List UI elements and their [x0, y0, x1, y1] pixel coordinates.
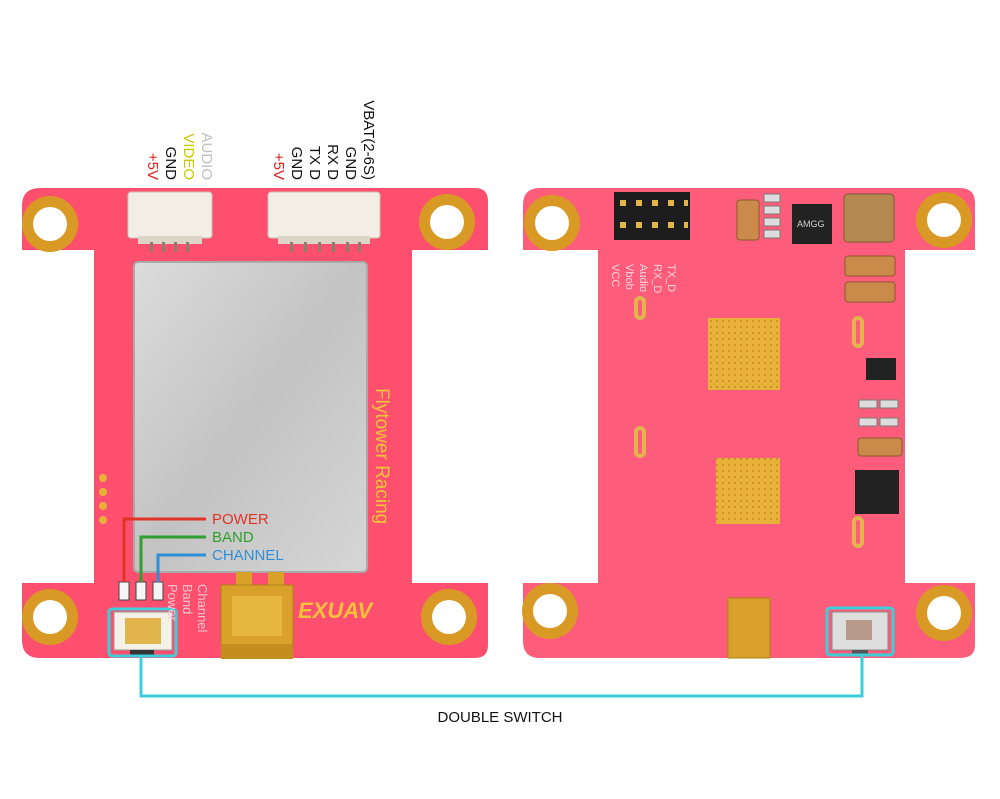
qfn-chip-top [792, 204, 832, 244]
transistor [866, 358, 896, 380]
band-leader [139, 535, 206, 582]
back-hole-tl [524, 195, 580, 251]
back-hole-bl [522, 583, 578, 639]
antenna-pad [727, 597, 771, 659]
pin-label-rxd: RX D [324, 144, 341, 180]
back-pin-labels: VCC Vbob Audio RX_D TX_D [609, 264, 677, 293]
front-switch [113, 611, 173, 656]
back-label-vcc: VCC [609, 264, 621, 287]
pin-label-vbat: VBAT(2-6S) [360, 100, 377, 180]
mounting-hole-bl [22, 589, 78, 645]
back-pin-header [614, 192, 690, 240]
pin-label-5v: +5V [144, 153, 161, 180]
front-connector-right [267, 191, 381, 252]
double-switch-label: DOUBLE SWITCH [437, 709, 562, 726]
back-switch [831, 611, 889, 656]
led-leaders [122, 517, 206, 582]
edge-pads [99, 474, 107, 524]
back-pcb [523, 188, 975, 658]
smd-parts [858, 399, 899, 427]
double-switch-callout [107, 606, 895, 698]
back-label-rxd: RX_D [651, 264, 663, 293]
led-labels: POWER BAND CHANNEL [212, 511, 284, 564]
led-band [135, 581, 147, 601]
front-left-header-labels: AUDIO VIDEO GND +5V [144, 132, 215, 180]
capacitor-top [736, 199, 760, 241]
back-label-vbob: Vbob [623, 264, 635, 290]
led-label-channel: CHANNEL [212, 547, 284, 564]
logo-silkscreen: EXUAV [298, 598, 374, 623]
back-oval-pads [634, 296, 864, 548]
channel-leader [156, 553, 206, 582]
front-connector-left [127, 191, 213, 252]
callout-box-back [825, 606, 895, 657]
pin-label-txd: TX D [306, 146, 323, 180]
legend-band: Band [180, 584, 195, 614]
capacitor-2 [844, 281, 896, 303]
pin-label-gnd-2: GND [288, 147, 305, 181]
gold-pad-1 [708, 318, 780, 390]
inductor [843, 193, 895, 243]
gold-pad-2 [716, 458, 780, 524]
led-label-power: POWER [212, 511, 269, 528]
capacitor-1 [844, 255, 896, 277]
mounting-hole-br [421, 589, 477, 645]
brand-silkscreen: Flytower Racing [371, 388, 392, 524]
led-power [118, 581, 130, 601]
pin-label-gnd-1: GND [342, 147, 359, 181]
pin-label-audio: AUDIO [198, 132, 215, 180]
back-label-audio: Audio [637, 264, 649, 292]
led-label-band: BAND [212, 529, 254, 546]
back-label-txd: TX_D [665, 264, 677, 292]
callout-connector [139, 655, 864, 698]
power-leader [122, 517, 206, 582]
pin-label-5v-2: +5V [270, 153, 287, 180]
front-right-header-labels: VBAT(2-6S) GND RX D TX D GND +5V [270, 100, 377, 180]
back-board [522, 188, 975, 659]
sma-connector [220, 572, 294, 659]
mounting-hole-tl [22, 196, 78, 252]
pin-label-gnd: GND [162, 147, 179, 181]
legend-channel: Channel [195, 584, 210, 633]
led-legend-silkscreen: Channel Band Power [165, 584, 210, 633]
mounting-hole-tr [419, 194, 475, 250]
front-board [22, 188, 488, 659]
back-hole-br [916, 585, 972, 641]
led-channel [152, 581, 164, 601]
qfn-chip-bottom [855, 470, 899, 514]
resistor-array [763, 193, 781, 239]
chip-marking: AMGG [797, 219, 825, 229]
capacitor-3 [857, 437, 903, 457]
pin-label-video: VIDEO [180, 133, 197, 180]
led-row [118, 581, 164, 601]
legend-power: Power [165, 584, 180, 622]
back-hole-tr [916, 192, 972, 248]
